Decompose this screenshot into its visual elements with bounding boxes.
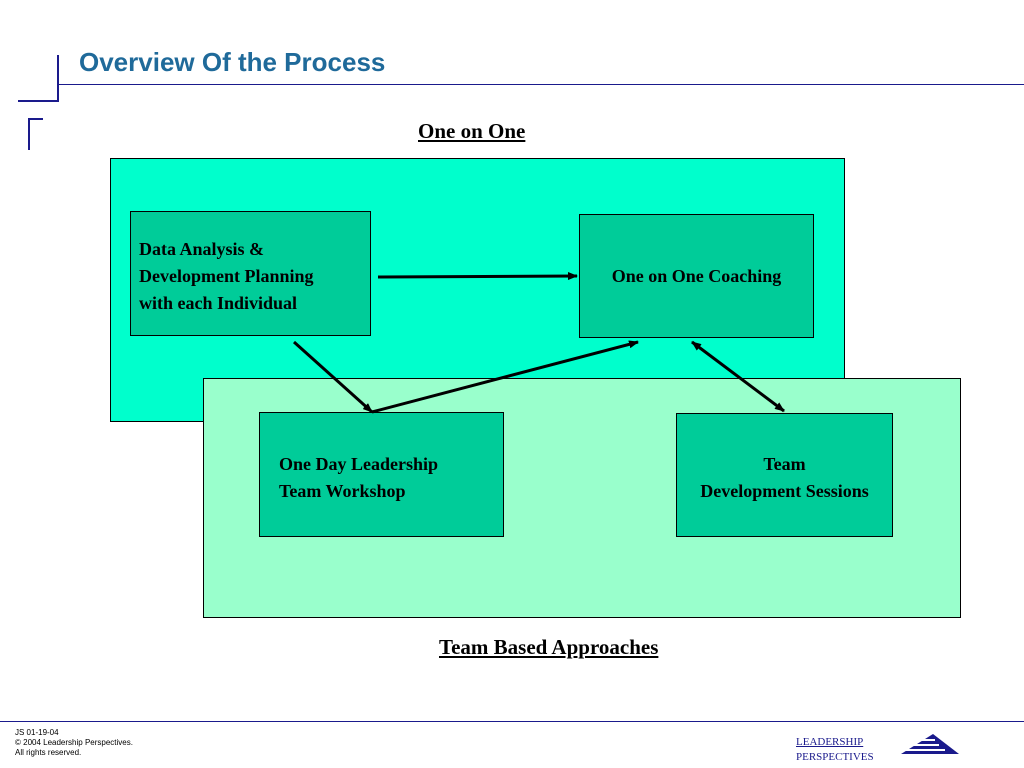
box-text-line: One on One Coaching <box>611 265 782 286</box>
corner-stub-rule <box>28 118 43 120</box>
box-leadership-workshop: One Day Leadership Team Workshop <box>259 412 504 537</box>
title-underline-rule <box>57 84 1024 85</box>
box-text-line: Development Planning <box>139 266 314 286</box>
box-text-line: Team <box>763 454 806 474</box>
corner-vertical-rule-lower <box>28 118 30 150</box>
brand-name: LEADERSHIP PERSPECTIVES <box>796 735 874 765</box>
arrow-workshop-to-coaching <box>371 340 639 414</box>
footer-line: JS 01-19-04 <box>15 728 59 737</box>
stacked-lines-triangle-icon <box>899 734 959 754</box>
footer-rule <box>0 721 1024 722</box>
arrow-coaching-team-sessions <box>691 340 785 413</box>
corner-vertical-rule <box>57 55 59 102</box>
box-text-line: Development Sessions <box>700 481 869 501</box>
arrow-data-analysis-to-coaching <box>377 272 578 281</box>
box-text-line: Data Analysis & <box>139 239 265 259</box>
box-text-line: One Day Leadership <box>279 454 439 474</box>
region-label-one-on-one: One on One <box>418 119 526 143</box>
corner-horizontal-rule <box>18 100 59 102</box>
box-one-on-one-coaching: One on One Coaching <box>579 214 814 338</box>
arrow-data-analysis-to-workshop <box>292 340 374 414</box>
box-text-line: Team Workshop <box>279 481 406 501</box>
brand-line: PERSPECTIVES <box>796 751 874 763</box>
brand-line: LEADERSHIP <box>796 736 864 748</box>
box-text-line: with each Individual <box>139 293 298 313</box>
footer-line: © 2004 Leadership Perspectives. <box>15 738 133 747</box>
box-data-analysis: Data Analysis & Development Planning wit… <box>130 211 371 336</box>
footer-line: All rights reserved. <box>15 748 82 757</box>
region-label-team-based: Team Based Approaches <box>439 635 659 659</box>
footer-notice: JS 01-19-04 © 2004 Leadership Perspectiv… <box>15 728 133 758</box>
box-team-development-sessions: Team Development Sessions <box>676 413 893 537</box>
page-title: Overview Of the Process <box>79 47 386 77</box>
